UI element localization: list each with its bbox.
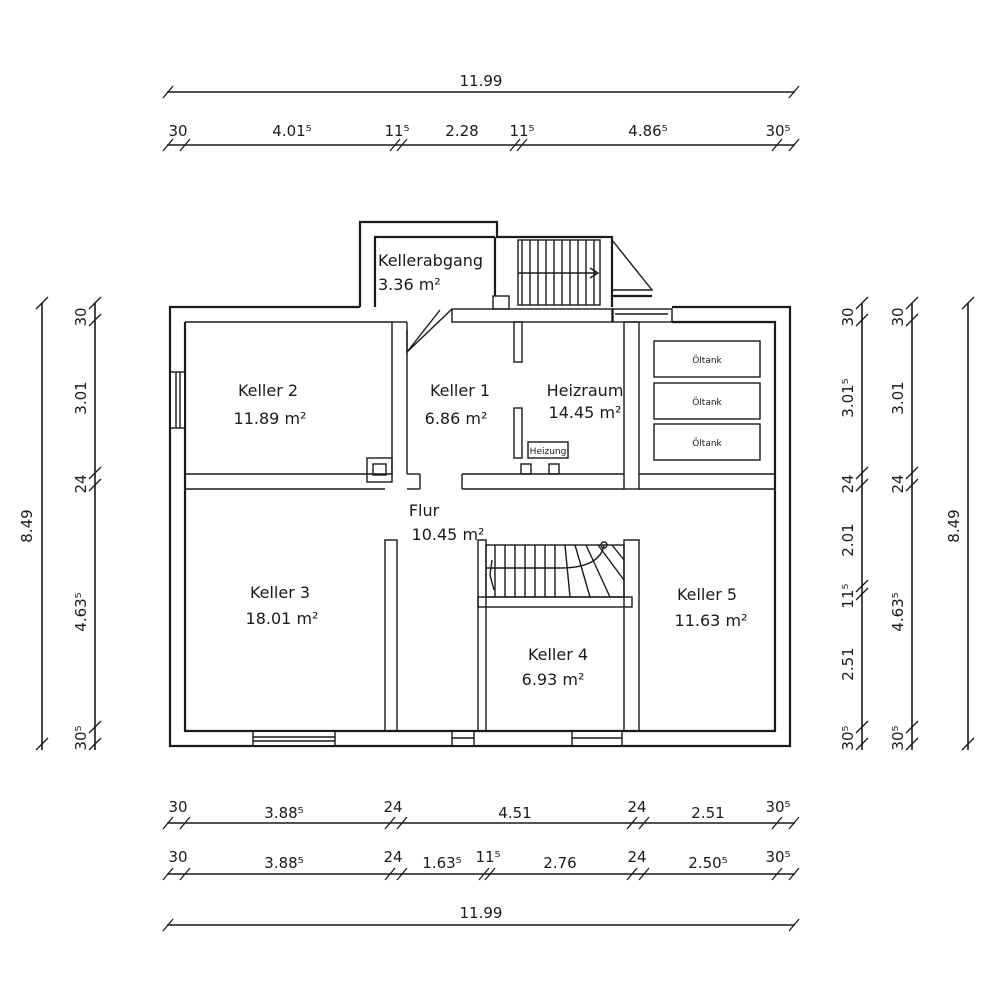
room-name: Keller 5 [677,585,737,604]
bottom-chain-1-label: 24 [383,798,402,816]
bottom-total-label: 11.99 [460,904,503,922]
oil-tank-label: Öltank [692,397,722,408]
heating-unit: Heizung [520,441,569,475]
top-chain-dimension: 30 4.01⁵ 11⁵ 2.28 11⁵ 4.86⁵ 30⁵ [162,122,800,152]
right-chain-dimension-1: 30 3.01⁵ 24 2.01 11⁵ 2.51 30⁵ [839,296,869,751]
room-area: 18.01 m² [246,609,319,628]
right-chain-1-label: 2.01 [839,523,857,556]
bottom-chain-2-label: 2.50⁵ [688,854,727,872]
left-chain-label: 30 [72,307,90,326]
top-chain-label: 4.86⁵ [628,122,667,140]
windows [169,371,623,747]
left-total-label: 8.49 [18,509,36,542]
oil-tank-label: Öltank [692,355,722,366]
right-chain-2-label: 24 [889,474,907,493]
room-name: Keller 1 [430,381,490,400]
right-chain-2-label: 3.01 [889,381,907,414]
room-area: 6.86 m² [425,409,488,428]
room-name: Keller 4 [528,645,588,664]
room-name: Flur [409,501,440,520]
right-chain-2-label: 30 [889,307,907,326]
right-chain-dimension-2: 30 3.01 24 4.63⁵ 30⁵ [889,296,919,751]
room-labels: Kellerabgang 3.36 m² Keller 2 11.89 m² K… [234,251,748,689]
right-chain-1-label: 2.51 [839,647,857,680]
entrance-ramp [611,239,654,291]
right-chain-1-label: 30 [839,307,857,326]
bottom-chain-2-label: 24 [383,848,402,866]
oil-tank [653,382,761,420]
room-name: Kellerabgang [378,251,483,270]
bottom-chain-1-label: 30⁵ [765,798,790,816]
left-chain-label: 4.63⁵ [72,592,90,631]
bottom-chain-dimension-1: 30 3.88⁵ 24 4.51 24 2.51 30⁵ [162,798,800,830]
bottom-chain-2-label: 30 [168,848,187,866]
left-chain-label: 30⁵ [72,725,90,750]
building-walls [168,220,792,748]
right-total-label: 8.49 [945,509,963,542]
room-area: 11.63 m² [675,611,748,630]
oil-tanks: Öltank Öltank Öltank [653,340,761,461]
room-name: Keller 2 [238,381,298,400]
bottom-chain-2-label: 11⁵ [475,848,500,866]
room-area: 6.93 m² [522,670,585,689]
top-chain-label: 4.01⁵ [272,122,311,140]
room-area: 3.36 m² [378,275,441,294]
bottom-chain-dimension-2: 30 3.88⁵ 24 1.63⁵ 11⁵ 2.76 24 2.50⁵ 30⁵ [162,848,800,881]
bottom-chain-1-label: 3.88⁵ [264,804,303,822]
top-chain-label: 2.28 [445,122,478,140]
left-chain-label: 24 [72,474,90,493]
door-swing-kellerabgang [406,308,453,355]
bottom-chain-2-label: 2.76 [543,854,576,872]
bottom-chain-1-label: 24 [627,798,646,816]
bottom-chain-2-label: 1.63⁵ [422,854,461,872]
bottom-chain-1-label: 30 [168,798,187,816]
right-chain-1-label: 24 [839,474,857,493]
room-area: 10.45 m² [412,525,485,544]
top-chain-label: 11⁵ [384,122,409,140]
oil-tank [653,340,761,378]
top-total-dimension: 11.99 [162,72,800,99]
heating-label: Heizung [530,447,567,457]
right-chain-1-label: 3.01⁵ [839,378,857,417]
stair-central [485,541,625,598]
right-chain-1-label: 30⁵ [839,725,857,750]
right-chain-1-label: 11⁵ [839,583,857,608]
top-chain-label: 11⁵ [509,122,534,140]
top-chain-label: 30⁵ [765,122,790,140]
bottom-total-dimension: 11.99 [162,904,800,932]
bottom-chain-1-label: 2.51 [691,804,724,822]
oil-tank-label: Öltank [692,438,722,449]
room-name: Keller 3 [250,583,310,602]
right-chain-2-label: 30⁵ [889,725,907,750]
top-total-label: 11.99 [460,72,503,90]
top-chain-label: 30 [168,122,187,140]
left-total-dimension: 8.49 [18,296,49,751]
left-chain-dimension: 30 3.01 24 4.63⁵ 30⁵ [72,296,102,751]
room-area: 14.45 m² [549,403,622,422]
chimney [366,457,393,483]
oil-tank [653,423,761,461]
bottom-chain-2-label: 3.88⁵ [264,854,303,872]
room-name: Heizraum [547,381,624,400]
bottom-chain-2-label: 24 [627,848,646,866]
bottom-chain-2-label: 30⁵ [765,848,790,866]
left-chain-label: 3.01 [72,381,90,414]
bottom-chain-1-label: 4.51 [498,804,531,822]
right-chain-2-label: 4.63⁵ [889,592,907,631]
right-total-dimension: 8.49 [945,296,975,751]
room-area: 11.89 m² [234,409,307,428]
stair-north [492,239,601,310]
